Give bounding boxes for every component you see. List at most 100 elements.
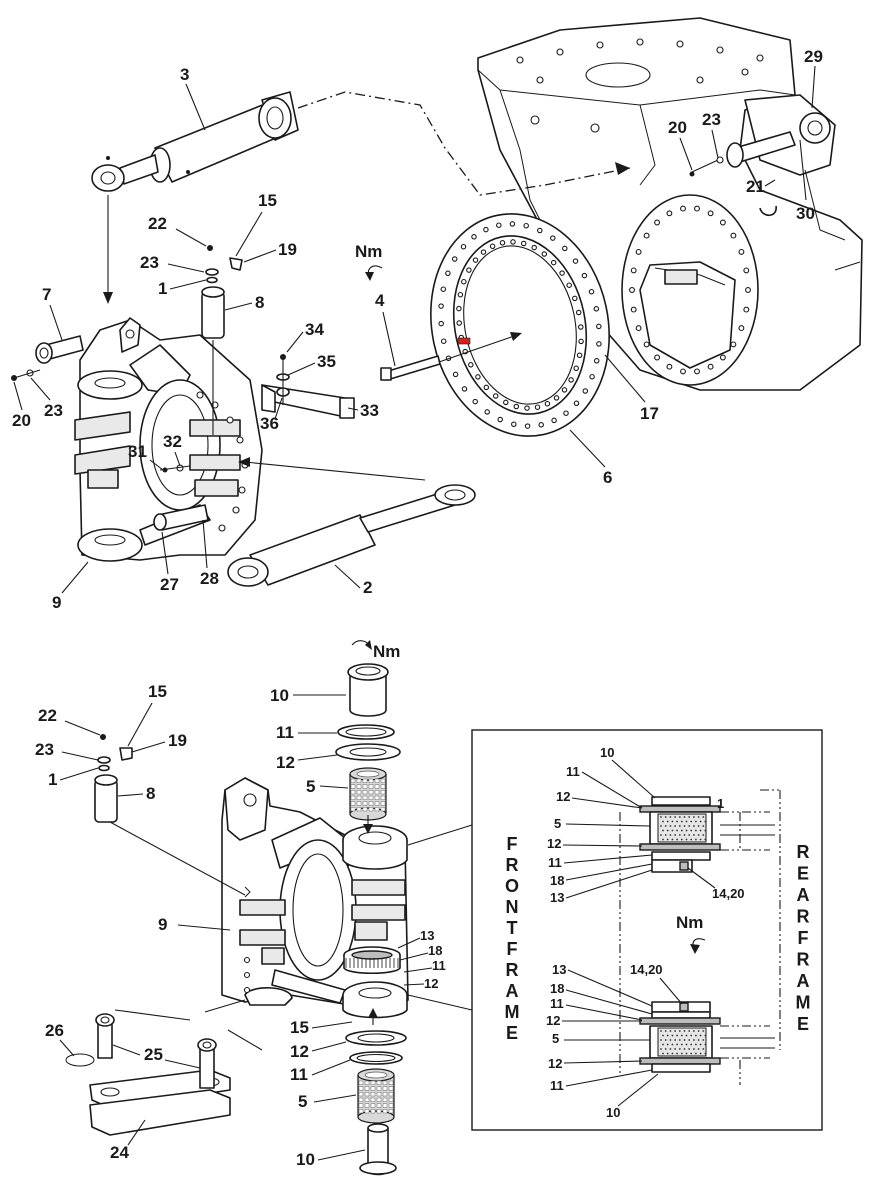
fill-dot: [664, 1039, 667, 1041]
fill-dot: [662, 1043, 664, 1046]
fill-dot: [699, 829, 702, 832]
bolt-hole: [589, 373, 595, 380]
callout-19-upper: 19: [278, 240, 297, 259]
knurl-cell: [350, 784, 356, 789]
fill-dot: [664, 816, 667, 818]
detail-callout-5: 5: [554, 816, 561, 831]
callout-21: 21: [746, 177, 765, 196]
callout-2: 2: [363, 578, 372, 597]
bolt-hole: [743, 267, 750, 274]
bolt-hole: [537, 227, 543, 234]
bolt-hole: [643, 232, 650, 239]
fill-dot: [688, 825, 691, 827]
frame-letter: R: [797, 950, 810, 970]
knurl-cell: [380, 790, 386, 795]
callout-33: 33: [360, 401, 379, 420]
knurl-cell: [388, 1080, 394, 1085]
fill-dot: [678, 1039, 681, 1041]
knurl-cell: [362, 778, 368, 783]
bolt-hole: [568, 377, 574, 383]
detail-callout-12d: 12: [548, 1056, 562, 1071]
knurl-cell: [374, 807, 380, 812]
knurl-cell: [388, 1086, 394, 1091]
callout-23-frame: 23: [702, 110, 721, 129]
callout-28: 28: [200, 569, 219, 588]
callout-18-lower: 18: [428, 943, 442, 958]
callout-8-upper: 8: [255, 293, 264, 312]
callout-23-upper-left: 23: [44, 401, 63, 420]
knurl-cell: [358, 1103, 364, 1108]
callout-29: 29: [804, 47, 823, 66]
knurl-cell: [364, 1080, 370, 1085]
fill-dot: [669, 1030, 672, 1032]
knurl-cell: [382, 1103, 388, 1108]
knurl-cell: [362, 801, 368, 806]
fill-dot: [695, 1034, 697, 1037]
fill-dot: [690, 1043, 693, 1046]
frame-letter: R: [506, 855, 519, 875]
bolt-hole: [497, 416, 503, 423]
bolt-hole: [745, 287, 751, 293]
knurl-cell: [370, 1097, 376, 1102]
callout-4: 4: [375, 291, 385, 310]
knurl-cell: [364, 1097, 370, 1102]
bolt-hole: [523, 222, 529, 229]
knurl-cell: [350, 790, 356, 795]
rear-frame: [477, 17, 863, 391]
fill-dot: [678, 834, 681, 836]
bolt-hole: [743, 306, 750, 313]
knurl-cell: [370, 1086, 376, 1091]
detail-callout-11d: 11: [550, 1078, 564, 1093]
bolt-hole: [484, 409, 490, 415]
bolt-hole: [513, 403, 520, 410]
fill-dot: [662, 1052, 664, 1055]
bolt-hole: [550, 259, 557, 266]
fill-dot: [693, 825, 695, 827]
fill-dot: [685, 838, 688, 841]
callout-12-lower-c: 12: [290, 1042, 309, 1061]
fill-dot: [666, 1052, 669, 1055]
fill-dot: [695, 838, 697, 841]
fill-dot: [671, 1052, 674, 1055]
callout-25: 25: [144, 1045, 163, 1064]
bolt-hole: [524, 423, 531, 429]
frame-letter: F: [798, 928, 809, 948]
bolt-hole: [452, 371, 459, 378]
callout-31: 31: [128, 442, 147, 461]
knurl-cell: [374, 801, 380, 806]
callout-10-lower: 10: [270, 686, 289, 705]
bolt-hole: [471, 234, 477, 240]
bolt-hole: [572, 295, 578, 302]
fill-dot: [685, 1052, 688, 1055]
callout-15-lower-b: 15: [290, 1018, 309, 1037]
detail-callout-18b: 18: [550, 981, 564, 996]
bolt-hole: [472, 398, 478, 405]
fill-dot: [666, 1034, 669, 1037]
knurl-cell: [364, 1092, 370, 1097]
fill-dot: [683, 816, 686, 818]
fill-dot: [678, 816, 681, 818]
bolt-hole: [635, 248, 642, 255]
bolt-hole: [438, 303, 444, 309]
bolt-hole: [654, 354, 661, 361]
callout-3: 3: [180, 65, 189, 84]
knurl-cell: [382, 1086, 388, 1091]
fill-dot: [690, 1034, 693, 1037]
fill-dot: [662, 1034, 664, 1037]
fill-dot: [697, 1048, 700, 1050]
fill-dot: [664, 834, 667, 836]
callout-8-lower: 8: [146, 784, 155, 803]
bolt-hole: [563, 410, 569, 416]
bolt-hole: [520, 240, 527, 247]
knurl-cell: [356, 784, 362, 789]
detail-callout-11: 11: [566, 764, 580, 779]
frame-letter: A: [797, 971, 810, 991]
slewing-ring-6: [380, 213, 610, 437]
callout-23-lower: 23: [35, 740, 54, 759]
lower-stack-top: [335, 663, 401, 834]
knurl-cell: [368, 801, 374, 806]
detail-callout-11b: 11: [548, 855, 562, 870]
detail-callout-5b: 5: [552, 1031, 559, 1046]
bolt-hole: [738, 248, 745, 255]
